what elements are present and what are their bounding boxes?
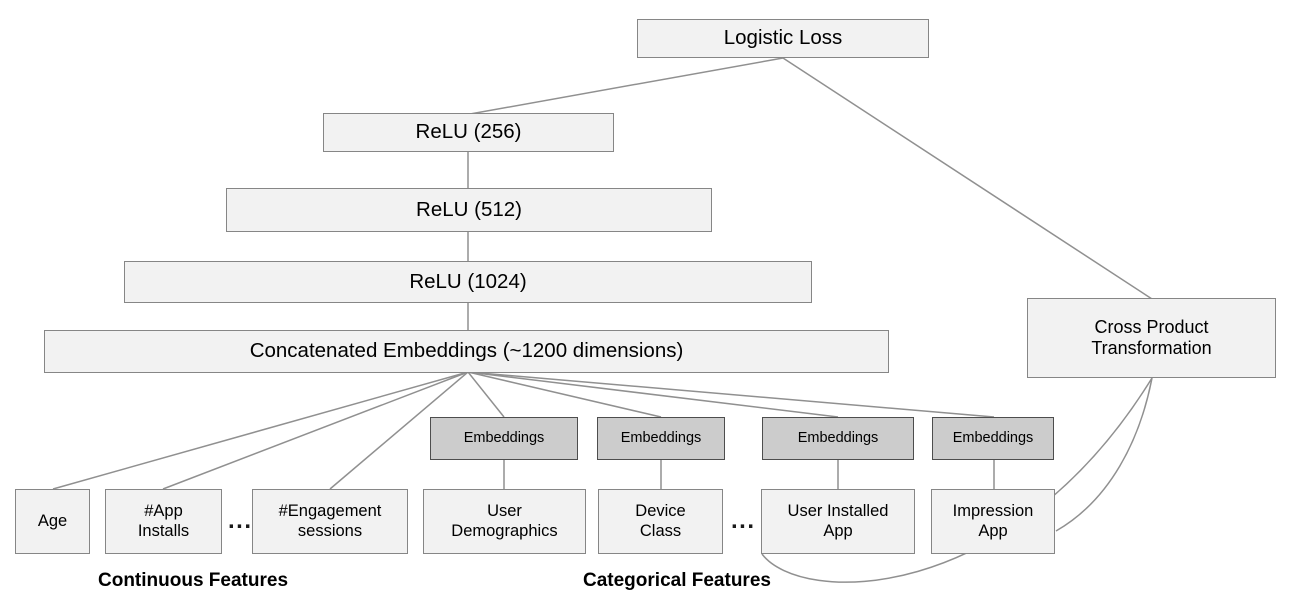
node-cross-product-transformation[interactable]: Cross Product Transformation [1027, 298, 1276, 378]
ellipsis-categorical: ... [731, 507, 756, 534]
feature-app-installs[interactable]: #App Installs [105, 489, 222, 554]
node-embeddings-user-demographics-label: Embeddings [463, 429, 545, 446]
ellipsis-continuous: ... [228, 507, 253, 534]
feature-age[interactable]: Age [15, 489, 90, 554]
feature-user-installed-app-label: User Installed App [787, 502, 889, 540]
edge-concat-to-emb-impression-app [467, 371, 995, 418]
node-embeddings-user-installed-app-label: Embeddings [797, 429, 879, 446]
feature-impression-app[interactable]: Impression App [931, 489, 1055, 554]
node-embeddings-user-demographics[interactable]: Embeddings [430, 417, 578, 460]
edge-concat-to-app-installs [162, 371, 469, 490]
feature-user-demographics-label: User Demographics [451, 502, 558, 540]
feature-user-demographics[interactable]: User Demographics [423, 489, 586, 554]
node-embeddings-device-class-label: Embeddings [620, 429, 702, 446]
feature-engagement-sessions[interactable]: #Engagement sessions [252, 489, 408, 554]
node-relu-512[interactable]: ReLU (512) [226, 188, 712, 232]
edge-concat-to-age [52, 371, 469, 490]
edge-concat-to-emb-user-demographics [467, 371, 505, 418]
edge-impression-app-to-crossproduct [1055, 377, 1153, 532]
node-relu-1024-label: ReLU (1024) [409, 269, 527, 293]
feature-app-installs-label: #App Installs [137, 502, 190, 540]
node-embeddings-impression-app[interactable]: Embeddings [932, 417, 1054, 460]
feature-user-installed-app[interactable]: User Installed App [761, 489, 915, 554]
edge-loss-to-relu256 [469, 57, 784, 115]
feature-device-class-label: Device Class [635, 502, 686, 540]
node-embeddings-user-installed-app[interactable]: Embeddings [762, 417, 914, 460]
feature-impression-app-label: Impression App [952, 502, 1034, 540]
feature-engagement-sessions-label: #Engagement sessions [278, 502, 382, 540]
node-relu-256[interactable]: ReLU (256) [323, 113, 614, 152]
edge-loss-to-crossproduct [782, 57, 1153, 300]
node-relu-1024[interactable]: ReLU (1024) [124, 261, 812, 303]
feature-device-class[interactable]: Device Class [598, 489, 723, 554]
node-relu-512-label: ReLU (512) [416, 197, 522, 221]
node-embeddings-impression-app-label: Embeddings [952, 429, 1034, 446]
node-concatenated-embeddings-label: Concatenated Embeddings (~1200 dimension… [249, 339, 684, 363]
node-logistic-loss-label: Logistic Loss [723, 26, 843, 50]
group-label-continuous-features: Continuous Features [98, 570, 289, 591]
node-concatenated-embeddings[interactable]: Concatenated Embeddings (~1200 dimension… [44, 330, 889, 373]
node-logistic-loss[interactable]: Logistic Loss [637, 19, 929, 58]
edge-concat-to-emb-device-class [467, 371, 662, 418]
node-relu-256-label: ReLU (256) [415, 120, 522, 144]
node-embeddings-device-class[interactable]: Embeddings [597, 417, 725, 460]
group-label-categorical-features: Categorical Features [583, 570, 771, 591]
edge-concat-to-emb-user-installed-app [467, 371, 839, 418]
node-cross-product-transformation-label: Cross Product Transformation [1091, 316, 1212, 358]
feature-age-label: Age [37, 511, 68, 530]
